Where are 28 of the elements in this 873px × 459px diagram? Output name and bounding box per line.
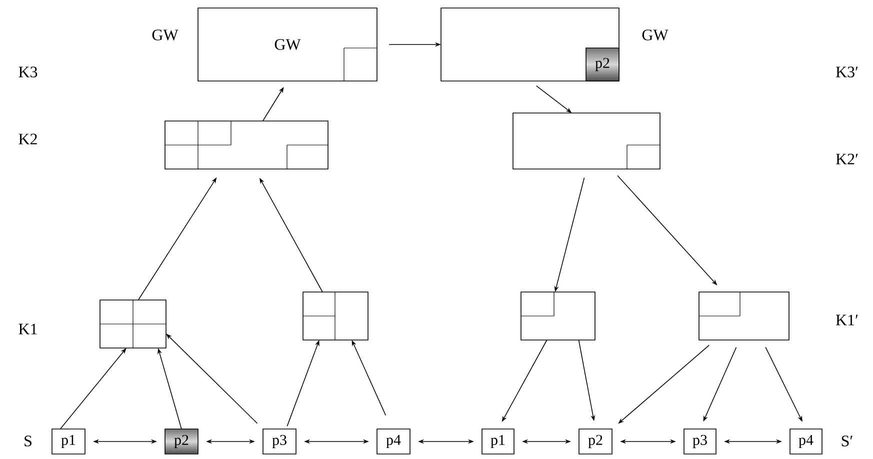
labeled-box: p3 (262, 428, 296, 454)
box-label: GW (152, 30, 178, 40)
grid-box (100, 300, 166, 348)
arrow (60, 348, 126, 430)
level-label: K1 (18, 324, 37, 334)
grid-box (698, 292, 790, 340)
labeled-box: p2 (164, 428, 198, 454)
grid-box (440, 8, 620, 82)
level-label: K3′ (836, 66, 858, 78)
grid-box (520, 292, 596, 340)
labeled-box: p4 (790, 428, 822, 454)
labeled-box: p2 (586, 48, 620, 82)
labeled-box: p3 (684, 428, 716, 454)
grid-box (164, 120, 328, 170)
labeled-box: p1 (482, 428, 514, 454)
labeled-box: p1 (52, 428, 86, 454)
level-label: K2′ (836, 154, 858, 164)
labeled-box: p2 (578, 428, 612, 454)
grid-box (512, 112, 660, 170)
level-label: K3 (18, 66, 38, 78)
level-label: S (24, 436, 32, 446)
level-label: K2 (18, 134, 37, 144)
labeled-box: p4 (376, 428, 410, 454)
level-label: S′ (842, 436, 852, 446)
box-label: GW (642, 30, 668, 40)
level-label: K1′ (836, 314, 858, 326)
grid-box (302, 292, 368, 340)
gateway-box: GW (198, 8, 378, 82)
